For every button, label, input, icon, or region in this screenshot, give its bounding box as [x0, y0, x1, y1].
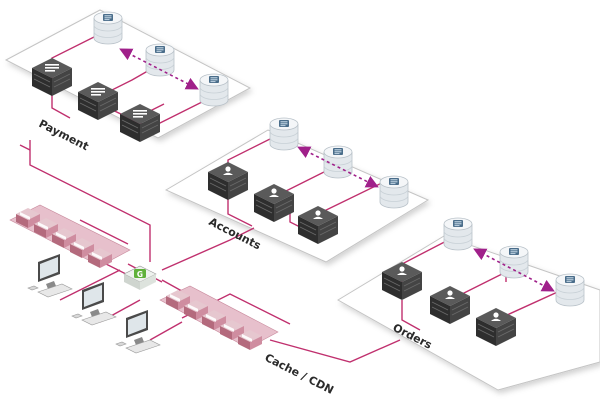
client-monitor [27, 253, 73, 298]
payment-label: Payment [37, 117, 91, 153]
accounts-platform [164, 129, 430, 263]
cache-cdn-label: Cache / CDN [263, 351, 336, 397]
payment-replication-arrow [119, 48, 199, 90]
gateway-letter: G [137, 270, 143, 279]
payment-database [145, 43, 175, 77]
gateway-g-icon [134, 269, 146, 278]
payment-database [93, 11, 123, 45]
accounts-replication-arrow [297, 146, 379, 188]
cache-rack-row [159, 285, 279, 350]
accounts-region [164, 129, 430, 263]
edge-rack-row-upper [9, 204, 131, 268]
gateway-node: G [123, 265, 157, 290]
orders-database [499, 245, 529, 279]
client-monitor [115, 309, 161, 354]
orders-database [555, 273, 585, 307]
orders-replication-arrow [473, 248, 555, 292]
accounts-database [379, 175, 409, 209]
accounts-database [269, 117, 299, 151]
orders-database [443, 217, 473, 251]
payment-database [199, 73, 229, 107]
client-monitor [71, 281, 117, 326]
